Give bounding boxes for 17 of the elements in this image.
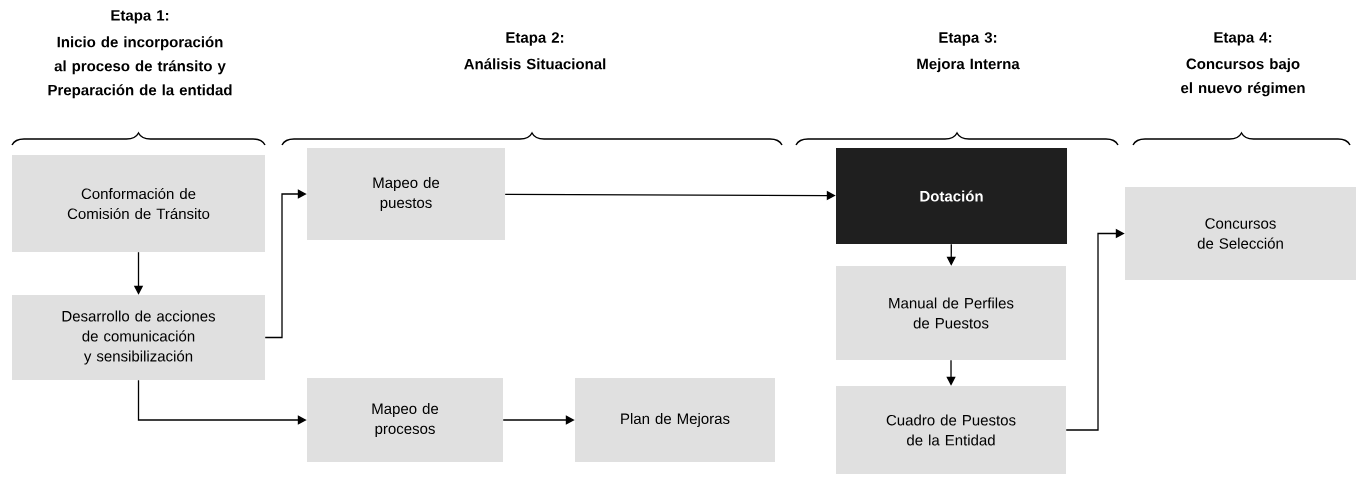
stage-heading: Inicio de incorporación al proceso de tránsito y Preparación de la entidad [48, 36, 232, 99]
stage-heading: Mejora Interna [917, 58, 1020, 73]
stage-heading: Análisis Situacional [464, 58, 606, 70]
process-box: Concursos de Selección [1125, 187, 1356, 280]
process-box: Mapeo de puestos [307, 148, 505, 240]
process-box: Manual de Perfiles de Puestos [836, 266, 1066, 360]
stage-heading: Etapa 4: [1214, 32, 1272, 46]
stage-heading: Etapa 2: [506, 32, 564, 46]
process-box: Dotación [836, 148, 1067, 244]
process-box: Mapeo de procesos [307, 378, 503, 462]
process-box: Conformación de Comisión de Tránsito [12, 155, 265, 252]
process-box: Cuadro de Puestos de la Entidad [836, 386, 1066, 474]
stage-heading: Etapa 1: [111, 10, 169, 24]
process-box: Plan de Mejoras [575, 378, 775, 462]
stage-heading: Etapa 3: [939, 32, 997, 46]
stage-heading: Concursos bajo el nuevo régimen [1181, 58, 1305, 97]
process-box: Desarrollo de acciones de comunicación y sensibilización [12, 295, 265, 380]
